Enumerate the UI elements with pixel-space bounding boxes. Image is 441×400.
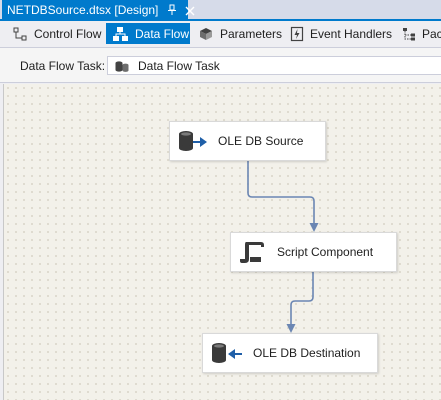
arrowhead-source-to-script [309, 223, 319, 232]
document-tab-title: NETDBSource.dtsx [Design] [7, 2, 159, 17]
script-component-label: Script Component [277, 245, 374, 259]
close-icon[interactable] [185, 5, 195, 15]
tab-data-flow-label: Data Flow [135, 26, 190, 41]
package-explorer-icon [403, 27, 415, 40]
tab-parameters-label: Parameters [220, 26, 283, 41]
designer-tab-bar: Control Flow Data Flow Parameters [0, 21, 441, 48]
tab-control-flow-label: Control Flow [34, 26, 102, 41]
arrowhead-script-to-destination [286, 324, 296, 333]
document-tab-strip: NETDBSource.dtsx [Design] [0, 0, 441, 21]
tab-parameters[interactable]: Parameters [192, 23, 288, 44]
data-flow-design-canvas[interactable]: OLE DB Source Script Component OLE DB De… [3, 84, 441, 400]
tab-data-flow[interactable]: Data Flow [106, 23, 190, 44]
ole-db-destination-label: OLE DB Destination [253, 346, 361, 360]
data-flow-task-selected-value: Data Flow Task [138, 58, 220, 73]
task-selector-label: Data Flow Task: [20, 59, 106, 73]
tab-event-handlers-label: Event Handlers [310, 26, 393, 41]
data-flow-icon [113, 26, 128, 41]
control-flow-icon [13, 27, 27, 40]
ole-db-source-icon [179, 131, 207, 151]
ole-db-source-label: OLE DB Source [218, 134, 304, 148]
event-handlers-icon [290, 26, 304, 41]
tab-event-handlers[interactable]: Event Handlers [284, 23, 398, 44]
script-component-node[interactable]: Script Component [230, 232, 397, 272]
document-tab[interactable]: NETDBSource.dtsx [Design] [2, 0, 195, 19]
script-component-icon [240, 242, 264, 263]
data-path-connectors [247, 160, 319, 333]
ole-db-source-node[interactable]: OLE DB Source [169, 121, 326, 161]
pin-icon[interactable] [167, 4, 177, 16]
ole-db-destination-icon [212, 343, 242, 363]
data-flow-task-dropdown[interactable]: Data Flow Task [107, 56, 441, 75]
ole-db-destination-node[interactable]: OLE DB Destination [202, 333, 378, 373]
parameters-icon [200, 27, 212, 40]
tab-package-explorer-label: Pac [422, 26, 441, 41]
task-selector-row: Data Flow Task: Data Flow Task [0, 48, 441, 83]
data-path-source-to-script[interactable] [247, 160, 315, 224]
data-flow-task-icon [115, 60, 129, 72]
tab-control-flow[interactable]: Control Flow [6, 23, 107, 44]
tab-package-explorer[interactable]: Pac [396, 23, 441, 44]
data-path-script-to-destination[interactable] [290, 272, 314, 325]
